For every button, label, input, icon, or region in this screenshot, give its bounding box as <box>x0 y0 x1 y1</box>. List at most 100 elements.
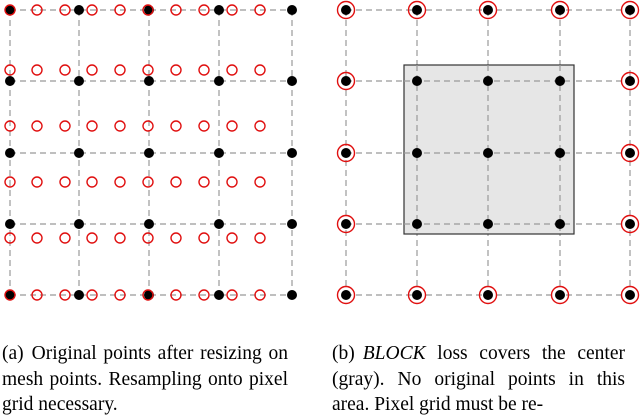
pixel-grid-point <box>478 0 498 20</box>
original-point <box>412 76 422 86</box>
pixel-grid-point <box>142 64 154 76</box>
caption-b: (b)BLOCK loss covers the center (gray). … <box>332 341 625 418</box>
original-point <box>5 76 15 86</box>
pixel-grid-point <box>142 4 154 16</box>
pixel-grid-point <box>620 0 640 20</box>
caption-b-italic-term: BLOCK <box>362 343 426 364</box>
original-point <box>287 5 297 15</box>
original-point <box>144 290 154 300</box>
pixel-grid-point <box>170 176 182 188</box>
pixel-grid-point <box>142 176 154 188</box>
pixel-grid-point <box>86 232 98 244</box>
original-point <box>74 5 84 15</box>
original-point <box>287 148 297 158</box>
pixel-grid-point <box>170 232 182 244</box>
pixel-grid-point <box>86 120 98 132</box>
pixel-grid-point <box>198 64 210 76</box>
original-point <box>74 290 84 300</box>
original-point <box>214 5 224 15</box>
original-point <box>555 76 565 86</box>
pixel-grid-point <box>86 64 98 76</box>
pixel-grid-point <box>170 4 182 16</box>
pixel-grid-point <box>59 176 71 188</box>
pixel-grid-point <box>254 289 266 301</box>
original-point <box>483 219 493 229</box>
caption-a: (a)Original points after resizing on mes… <box>2 341 288 418</box>
pixel-grid-point <box>142 289 154 301</box>
original-point <box>412 290 422 300</box>
original-point <box>341 290 351 300</box>
original-point <box>555 290 565 300</box>
pixel-grid-point <box>114 176 126 188</box>
pixel-grid-point <box>336 214 356 234</box>
pixel-grid-point <box>620 214 640 234</box>
pixel-grid-point <box>114 232 126 244</box>
pixel-grid-point <box>170 64 182 76</box>
pixel-grid-point <box>86 4 98 16</box>
pixel-grid-point <box>31 176 43 188</box>
original-point <box>341 76 351 86</box>
pixel-grid-point <box>86 289 98 301</box>
diagram-canvas <box>4 0 640 305</box>
pixel-grid-point <box>336 285 356 305</box>
original-point <box>555 219 565 229</box>
original-point <box>625 148 635 158</box>
pixel-grid-point <box>114 120 126 132</box>
original-point <box>555 148 565 158</box>
pixel-grid-point <box>550 285 570 305</box>
original-point <box>144 148 154 158</box>
original-point <box>287 219 297 229</box>
pixel-grid-point <box>198 176 210 188</box>
pixel-grid-point <box>170 289 182 301</box>
original-point <box>214 148 224 158</box>
pixel-grid-point <box>198 232 210 244</box>
original-point <box>412 5 422 15</box>
pixel-grid-point <box>407 285 427 305</box>
original-point <box>483 5 493 15</box>
original-point <box>287 76 297 86</box>
pixel-grid-point <box>4 232 16 244</box>
original-point <box>5 5 15 15</box>
pixel-grid-point <box>407 0 427 20</box>
original-point <box>214 76 224 86</box>
original-point <box>144 5 154 15</box>
pixel-grid-point <box>59 289 71 301</box>
pixel-grid-point <box>31 289 43 301</box>
original-point <box>555 5 565 15</box>
pixel-grid-point <box>620 71 640 91</box>
original-point <box>625 5 635 15</box>
pixel-grid-point <box>31 232 43 244</box>
pixel-grid-point <box>254 232 266 244</box>
pixel-grid-point <box>254 176 266 188</box>
original-point <box>341 5 351 15</box>
pixel-grid-point <box>114 64 126 76</box>
pixel-grid-point <box>59 232 71 244</box>
pixel-grid-point <box>226 289 238 301</box>
pixel-grid-point <box>254 64 266 76</box>
pixel-grid-point <box>198 4 210 16</box>
original-point <box>144 76 154 86</box>
pixel-grid-point <box>142 120 154 132</box>
pixel-grid-point <box>4 289 16 301</box>
pixel-grid-point <box>336 71 356 91</box>
pixel-grid-point <box>86 176 98 188</box>
pixel-grid-point <box>620 285 640 305</box>
pixel-grid-point <box>4 120 16 132</box>
original-point <box>625 219 635 229</box>
pixel-grid-point <box>226 176 238 188</box>
original-point <box>214 219 224 229</box>
original-point <box>341 219 351 229</box>
pixel-grid-point <box>478 285 498 305</box>
pixel-grid-point <box>254 4 266 16</box>
pixel-grid-point <box>226 4 238 16</box>
pixel-grid-point <box>114 4 126 16</box>
caption-a-label: (a) <box>2 343 24 364</box>
original-point <box>625 76 635 86</box>
original-point <box>144 219 154 229</box>
pixel-grid-point <box>170 120 182 132</box>
pixel-grid-point <box>198 289 210 301</box>
pixel-grid-point <box>198 120 210 132</box>
pixel-grid-point <box>4 4 16 16</box>
pixel-grid-point <box>59 64 71 76</box>
original-point <box>483 148 493 158</box>
